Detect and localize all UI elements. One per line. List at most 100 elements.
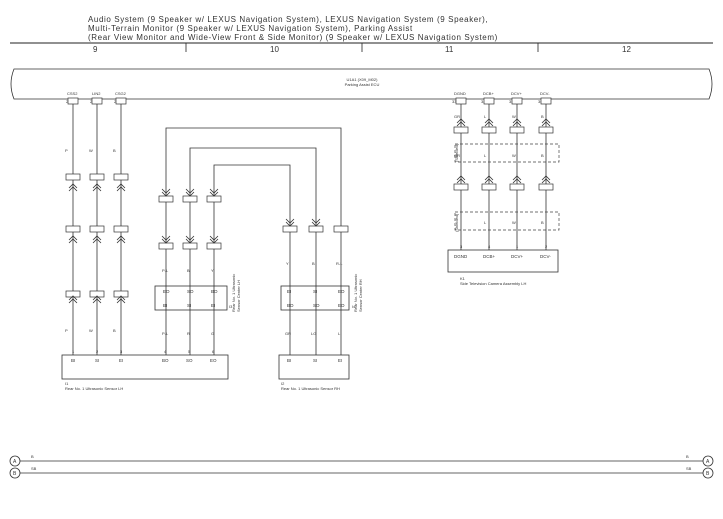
svg-text:(Shielded): (Shielded) xyxy=(454,213,459,232)
svg-text:A: A xyxy=(706,459,710,465)
svg-text:DCV+: DCV+ xyxy=(511,254,524,259)
parking-assist-ecu: U1A1 (X09_M02) Parking Assist ECU xyxy=(10,68,713,100)
column-number-11: 11 xyxy=(445,45,454,54)
svg-text:G: G xyxy=(211,331,214,336)
diagram-header: Audio System (9 Speaker w/ LEXUS Navigat… xyxy=(0,0,723,56)
svg-text:EI: EI xyxy=(211,303,215,308)
camera-name: Side Television Camera Assembly LH xyxy=(460,281,527,286)
rear-sensor-lh: BI SI EI BO SO EO 1 2 3 4 5 6 I1 Rear No… xyxy=(61,349,229,391)
svg-text:33: 33 xyxy=(452,99,457,104)
camera-wire-colors: GR L W B L W B xyxy=(454,153,544,225)
svg-text:B: B xyxy=(312,261,315,266)
center-rh-connectors xyxy=(282,225,349,233)
svg-text:2: 2 xyxy=(96,349,99,354)
svg-text:34: 34 xyxy=(481,99,486,104)
svg-text:I4: I4 xyxy=(352,304,356,309)
svg-text:GR: GR xyxy=(285,331,291,336)
svg-text:Rear No. 1 Ultrasonic: Rear No. 1 Ultrasonic xyxy=(353,274,358,312)
shield-labels: (Shielded) (Shielded) xyxy=(454,143,459,232)
svg-text:4: 4 xyxy=(488,244,491,249)
pin-label-lin2: LIN2 xyxy=(92,91,101,96)
svg-text:B: B xyxy=(13,471,17,477)
bus-a-right-marker xyxy=(702,455,714,467)
right-pin-labels: DGND DCB+ DCV+ DCV- 33 34 35 36 GR L W B xyxy=(452,91,550,119)
rear-sensor-lh-ref: I1 xyxy=(65,381,69,386)
center-lh-sensor: EO SO BO BI SI EI Rear No. 1 Ultrasonic … xyxy=(154,274,241,312)
svg-text:EI: EI xyxy=(119,358,123,363)
center-lh-routing xyxy=(165,127,342,355)
center-lh-chevrons xyxy=(161,188,219,244)
svg-text:B: B xyxy=(113,328,116,333)
svg-text:DCV+: DCV+ xyxy=(511,91,522,96)
svg-text:GR: GR xyxy=(454,153,460,158)
svg-text:BO: BO xyxy=(287,303,294,308)
svg-text:R-L: R-L xyxy=(336,261,343,266)
bus-b-left-marker xyxy=(9,467,21,479)
svg-text:6: 6 xyxy=(212,349,215,354)
svg-text:SO: SO xyxy=(186,358,193,363)
right-connectors xyxy=(453,97,554,191)
svg-text:DGND: DGND xyxy=(454,91,466,96)
svg-text:B: B xyxy=(31,454,34,459)
column-number-12: 12 xyxy=(622,45,631,54)
center-rh-sensor: EI SI EO BO SO EO Rear No. 1 Ultrasonic … xyxy=(280,274,363,312)
left-chevrons xyxy=(68,183,126,304)
svg-text:SI: SI xyxy=(313,289,317,294)
svg-text:EI: EI xyxy=(287,289,291,294)
svg-text:P-L: P-L xyxy=(162,268,169,273)
svg-text:I2: I2 xyxy=(281,381,285,386)
svg-text:B: B xyxy=(541,220,544,225)
camera-pin-numbers: 3 4 1 2 xyxy=(460,244,548,249)
bus-a-left-marker xyxy=(9,455,21,467)
center-rh-chevrons xyxy=(285,218,321,227)
svg-text:W: W xyxy=(512,114,516,119)
svg-text:BO: BO xyxy=(211,289,218,294)
svg-text:Y: Y xyxy=(211,268,214,273)
svg-text:W: W xyxy=(512,220,516,225)
title-line-3: (Rear View Monitor and Wide-View Front &… xyxy=(88,33,498,42)
right-chevrons xyxy=(456,118,551,184)
camera-wires xyxy=(460,104,547,250)
title-line-2: Multi-Terrain Monitor (9 Speaker w/ LEXU… xyxy=(88,24,413,33)
svg-text:Rear No. 1 Ultrasonic Sensor R: Rear No. 1 Ultrasonic Sensor RH xyxy=(281,386,340,391)
svg-text:35: 35 xyxy=(509,99,514,104)
svg-text:SI: SI xyxy=(187,303,191,308)
svg-text:36: 36 xyxy=(538,99,543,104)
svg-text:3: 3 xyxy=(460,244,463,249)
bus-b-right-marker xyxy=(702,467,714,479)
svg-text:P-L: P-L xyxy=(162,331,169,336)
ecu-name: Parking Assist ECU xyxy=(345,82,380,87)
svg-text:I3: I3 xyxy=(229,304,233,309)
column-number-9: 9 xyxy=(93,45,98,54)
svg-text:EO: EO xyxy=(163,289,170,294)
svg-text:BI: BI xyxy=(71,358,75,363)
svg-text:L: L xyxy=(484,220,487,225)
svg-text:DGND: DGND xyxy=(454,254,468,259)
svg-text:W: W xyxy=(89,148,93,153)
rear-sensor-rh: BI SI EI I2 Rear No. 1 Ultrasonic Sensor… xyxy=(278,354,350,391)
svg-text:1: 1 xyxy=(72,349,75,354)
rear-sensor-lh-name: Rear No. 1 Ultrasonic Sensor LH xyxy=(65,386,123,391)
svg-text:DCB+: DCB+ xyxy=(483,91,494,96)
svg-text:A: A xyxy=(13,459,17,465)
center-rh-wire-colors: Y B R-L GR LG L xyxy=(285,261,343,336)
bus-lines: A B A B B SB B SB xyxy=(9,454,714,479)
svg-text:L: L xyxy=(484,153,487,158)
shield-regions xyxy=(454,143,560,231)
svg-text:DCV-: DCV- xyxy=(540,91,550,96)
left-connectors xyxy=(65,97,129,298)
svg-text:LG: LG xyxy=(311,331,316,336)
side-camera-assembly: 3 4 1 2 DGND DCB+ DCV+ DCV- K1 Side Tele… xyxy=(447,244,559,286)
camera-ref: K1 xyxy=(460,276,466,281)
center-rh-routing xyxy=(289,226,342,355)
svg-text:BI: BI xyxy=(287,358,291,363)
svg-text:SI: SI xyxy=(95,358,99,363)
svg-text:R: R xyxy=(187,331,190,336)
svg-text:EO: EO xyxy=(338,289,345,294)
svg-text:EO: EO xyxy=(338,303,345,308)
svg-text:Rear No. 1 Ultrasonic: Rear No. 1 Ultrasonic xyxy=(231,274,236,312)
svg-text:3: 3 xyxy=(120,349,123,354)
pin-label-css2: CSS2 xyxy=(67,91,78,96)
svg-text:EI: EI xyxy=(338,358,342,363)
